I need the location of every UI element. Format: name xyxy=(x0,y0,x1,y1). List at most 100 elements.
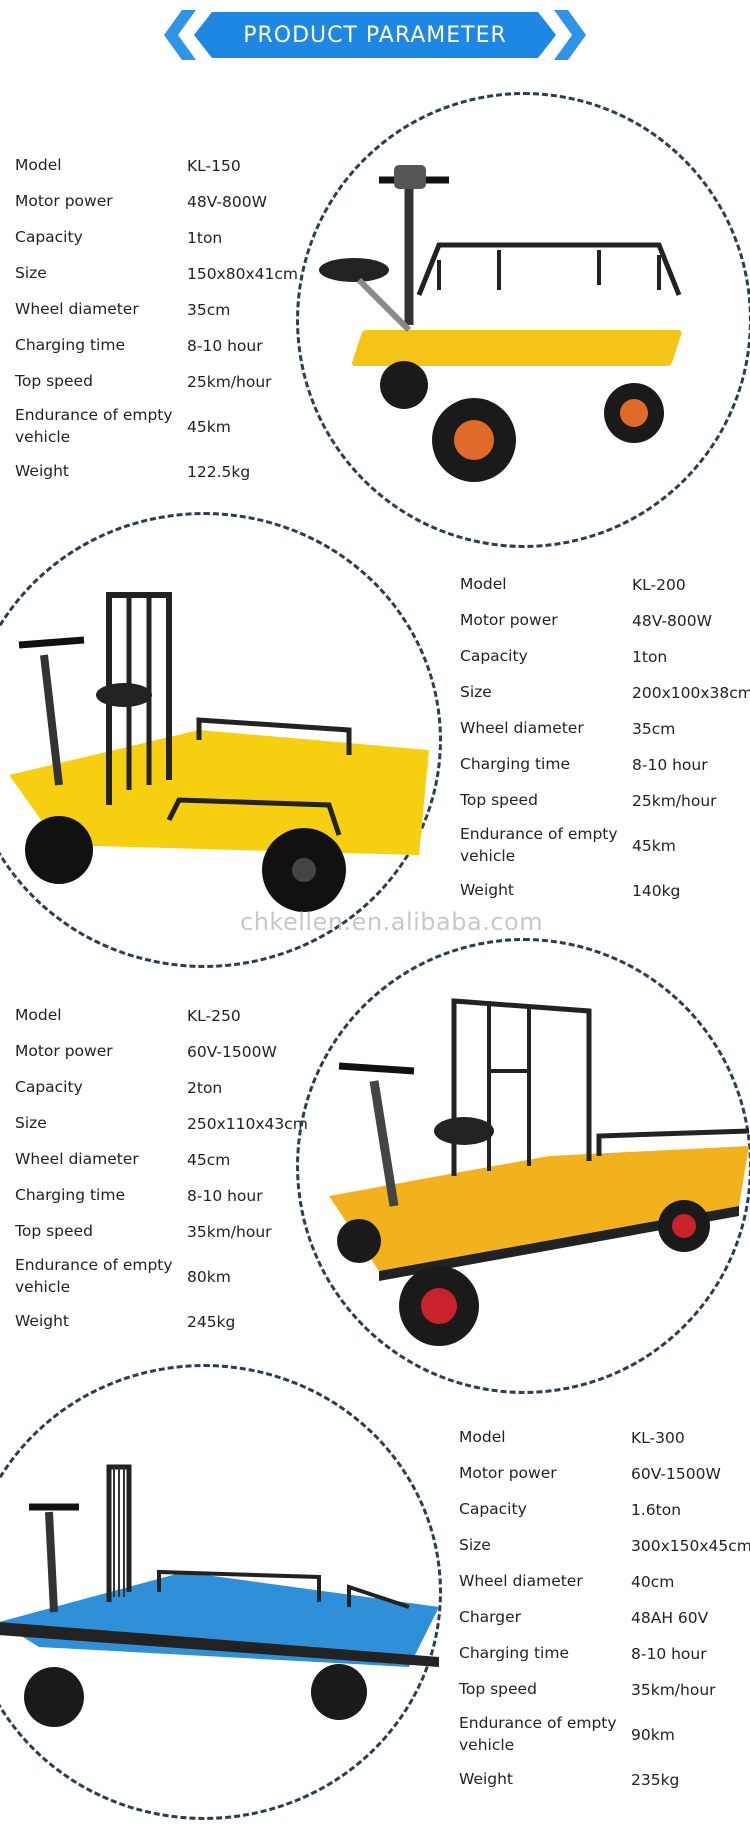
spec-row-motor-power: Motor power 48V-800W xyxy=(460,603,750,639)
spec-value: KL-150 xyxy=(187,157,241,175)
spec-value: 48V-800W xyxy=(632,612,712,630)
spec-label: Endurance of empty vehicle xyxy=(459,1714,617,1754)
spec-label: Model xyxy=(15,156,62,175)
spec-value: 35cm xyxy=(632,720,676,738)
spec-value: 140kg xyxy=(632,882,681,900)
spec-value: 45km xyxy=(632,837,676,855)
spec-row-capacity: Capacity 2ton xyxy=(15,1070,355,1106)
spec-value: 60V-1500W xyxy=(631,1465,721,1483)
spec-value: KL-200 xyxy=(632,576,686,594)
spec-value: 8-10 hour xyxy=(631,1645,707,1663)
product-parameter-banner: PRODUCT PARAMETER xyxy=(0,0,750,70)
spec-value: 8-10 hour xyxy=(632,756,708,774)
spec-value: 300x150x45cm xyxy=(631,1537,750,1555)
spec-value: KL-300 xyxy=(631,1429,685,1447)
spec-row-model: Model KL-250 xyxy=(15,998,355,1034)
spec-row-model: Model KL-200 xyxy=(460,567,750,603)
spec-value: 250x110x43cm xyxy=(187,1115,308,1133)
spec-value: 35cm xyxy=(187,301,231,319)
spec-row-model: Model KL-150 xyxy=(15,148,355,184)
spec-label: Model xyxy=(15,1006,62,1025)
spec-label: Charging time xyxy=(460,755,570,774)
spec-row-charging-time: Charging time 8-10 hour xyxy=(459,1636,750,1672)
spec-label: Size xyxy=(460,683,492,702)
spec-label: Wheel diameter xyxy=(15,300,139,319)
spec-row-top-speed: Top speed 35km/hour xyxy=(459,1672,750,1708)
cart-illustration-kl-200 xyxy=(9,592,429,912)
spec-row-weight: Weight 122.5kg xyxy=(15,454,355,490)
spec-label: Charging time xyxy=(15,336,125,355)
spec-label: Top speed xyxy=(15,1222,93,1241)
spec-label: Top speed xyxy=(460,791,538,810)
spec-label: Charging time xyxy=(459,1644,569,1663)
spec-value: 150x80x41cm xyxy=(187,265,298,283)
spec-label: Weight xyxy=(15,462,70,481)
spec-label: Model xyxy=(459,1428,506,1447)
spec-row-capacity: Capacity 1ton xyxy=(15,220,355,256)
spec-label: Size xyxy=(15,264,47,283)
spec-value: 2ton xyxy=(187,1079,223,1097)
spec-row-charging-time: Charging time 8-10 hour xyxy=(15,328,355,364)
spec-label: Model xyxy=(460,575,507,594)
spec-value: 48V-800W xyxy=(187,193,267,211)
spec-label: Wheel diameter xyxy=(460,719,584,738)
spec-row-wheel-diameter: Wheel diameter 45cm xyxy=(15,1142,355,1178)
spec-table-kl-150: Model KL-150 Motor power 48V-800W Capacity… xyxy=(15,148,355,490)
spec-label: Capacity xyxy=(459,1500,527,1519)
spec-row-size: Size 150x80x41cm xyxy=(15,256,355,292)
spec-value: 40cm xyxy=(631,1573,675,1591)
spec-value: 245kg xyxy=(187,1313,236,1331)
spec-row-top-speed: Top speed 25km/hour xyxy=(460,783,750,819)
product-image-kl-150 xyxy=(296,92,750,548)
spec-row-motor-power: Motor power 48V-800W xyxy=(15,184,355,220)
spec-value: 90km xyxy=(631,1726,675,1744)
banner-graphic xyxy=(164,10,586,60)
spec-value: KL-250 xyxy=(187,1007,241,1025)
spec-value: 200x100x38cm xyxy=(632,684,750,702)
spec-value: 8-10 hour xyxy=(187,337,263,355)
spec-value: 1ton xyxy=(187,229,223,247)
spec-label: Endurance of empty vehicle xyxy=(15,406,173,446)
spec-value: 45cm xyxy=(187,1151,231,1169)
spec-table-kl-300: Model KL-300 Motor power 60V-1500W Capacit… xyxy=(459,1420,750,1798)
spec-label: Capacity xyxy=(15,228,83,247)
spec-label: Top speed xyxy=(15,372,93,391)
spec-value: 45km xyxy=(187,418,231,436)
spec-value: 235kg xyxy=(631,1771,680,1789)
banner-title: PRODUCT PARAMETER xyxy=(243,22,507,48)
cart-illustration-kl-300 xyxy=(0,1464,439,1727)
spec-row-wheel-diameter: Wheel diameter 35cm xyxy=(15,292,355,328)
spec-label: Top speed xyxy=(459,1680,537,1699)
spec-row-endurance: Endurance of empty vehicle 90km xyxy=(459,1708,750,1762)
spec-label: Capacity xyxy=(15,1078,83,1097)
spec-label: Motor power xyxy=(15,192,113,211)
spec-label: Capacity xyxy=(460,647,528,666)
spec-row-wheel-diameter: Wheel diameter 35cm xyxy=(460,711,750,747)
spec-label: Weight xyxy=(15,1312,70,1331)
spec-label: Charging time xyxy=(15,1186,125,1205)
spec-row-endurance: Endurance of empty vehicle 45km xyxy=(15,400,355,454)
spec-value: 122.5kg xyxy=(187,463,251,481)
spec-label: Wheel diameter xyxy=(15,1150,139,1169)
product-image-kl-200 xyxy=(0,512,442,968)
spec-row-capacity: Capacity 1ton xyxy=(460,639,750,675)
spec-value: 1ton xyxy=(632,648,668,666)
spec-value: 35km/hour xyxy=(631,1681,716,1699)
cart-illustration-kl-150 xyxy=(319,165,682,482)
spec-label: Motor power xyxy=(460,611,558,630)
spec-value: 25km/hour xyxy=(632,792,717,810)
spec-label: Charger xyxy=(459,1608,521,1627)
spec-table-kl-200: Model KL-200 Motor power 48V-800W Capacity… xyxy=(460,567,750,909)
spec-label: Endurance of empty vehicle xyxy=(15,1256,173,1296)
spec-label: Motor power xyxy=(459,1464,557,1483)
product-image-kl-250 xyxy=(296,938,750,1394)
